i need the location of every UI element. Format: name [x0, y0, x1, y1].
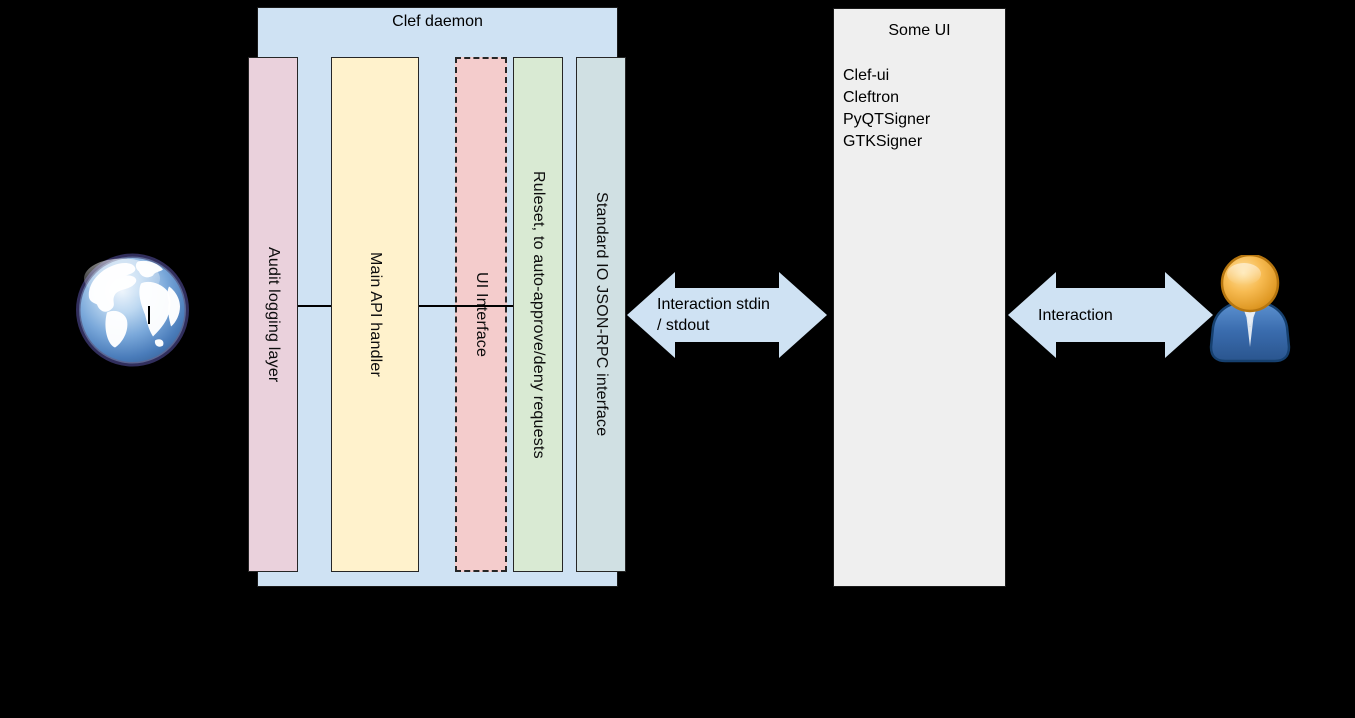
list-item: GTKSigner: [843, 133, 923, 150]
arrow-label: Interaction: [1038, 272, 1113, 358]
arrow-label-line1: Interaction: [1038, 306, 1113, 324]
user-icon: [1209, 255, 1291, 363]
some-ui-list: Clef-ui Cleftron PyQTSigner GTKSigner: [843, 65, 999, 153]
clef-daemon-box: [257, 7, 618, 587]
globe-icon: [76, 253, 189, 367]
some-ui-box: Some UI Clef-ui Cleftron PyQTSigner GTKS…: [833, 8, 1006, 587]
bar-label: UI Interface: [473, 271, 490, 358]
arrow-label: Interaction stdin / stdout: [657, 272, 770, 358]
bar-label: Audit logging layer: [265, 246, 282, 383]
list-item: PyQTSigner: [843, 111, 931, 128]
connector-line: [419, 305, 513, 307]
bar-label: Standard IO JSON-RPC interface: [593, 192, 610, 437]
bar-ui-interface: UI Interface: [455, 57, 507, 572]
double-arrow-shape: [627, 272, 827, 358]
interaction-arrow: Interaction: [1008, 272, 1213, 358]
clef-daemon-title: Clef daemon: [392, 13, 483, 30]
bar-audit-logging: Audit logging layer: [248, 57, 298, 572]
arrow-label-line2: / stdout: [657, 317, 710, 334]
stdin-stdout-arrow: Interaction stdin / stdout: [627, 272, 827, 358]
cursor-artifact-line: [148, 306, 150, 324]
bar-stdio-jsonrpc: Standard IO JSON-RPC interface: [576, 57, 626, 572]
arrow-label-line1: Interaction stdin: [657, 296, 770, 313]
bar-label: Main API handler: [367, 251, 384, 378]
some-ui-title: Some UI: [888, 22, 951, 39]
double-arrow-shape: [1008, 272, 1213, 358]
bar-ruleset: Ruleset, to auto-approve/deny requests: [513, 57, 563, 572]
connector-line: [298, 305, 331, 307]
bar-label: Ruleset, to auto-approve/deny requests: [530, 170, 547, 459]
bar-main-api-handler: Main API handler: [331, 57, 419, 572]
list-item: Clef-ui: [843, 67, 890, 84]
list-item: Cleftron: [843, 89, 900, 106]
